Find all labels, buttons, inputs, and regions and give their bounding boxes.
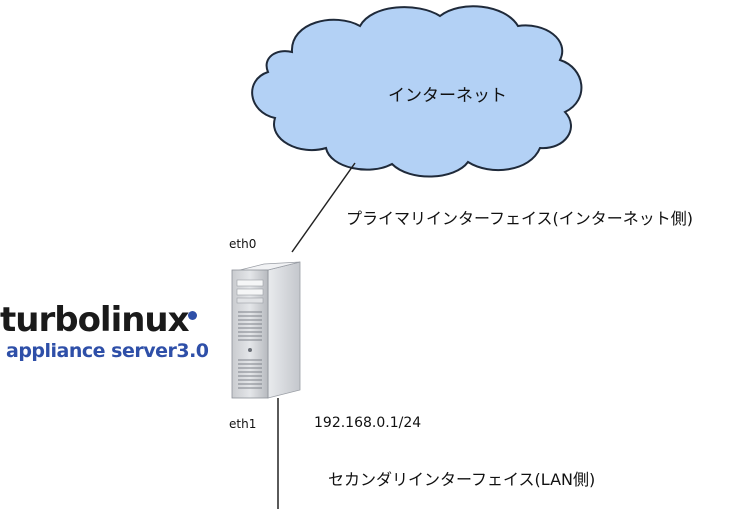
- secondary-interface-label: セカンダリインターフェイス(LAN側): [328, 470, 596, 489]
- logo-dot: [188, 311, 197, 320]
- product-name: appliance server3.0: [6, 340, 209, 362]
- primary-interface-label: プライマリインターフェイス(インターネット側): [346, 209, 694, 228]
- ip-address-label: 192.168.0.1/24: [314, 415, 422, 431]
- internet-cloud: [251, 5, 583, 178]
- eth1-port-label: eth1: [229, 417, 257, 431]
- tower-server-icon: [231, 261, 301, 399]
- cloud-label: インターネット: [388, 86, 507, 106]
- eth0-port-label: eth0: [229, 237, 257, 251]
- cloud-shape: [251, 5, 583, 178]
- internet-link-line: [291, 162, 356, 253]
- turbolinux-logo: turbolinux: [0, 300, 190, 340]
